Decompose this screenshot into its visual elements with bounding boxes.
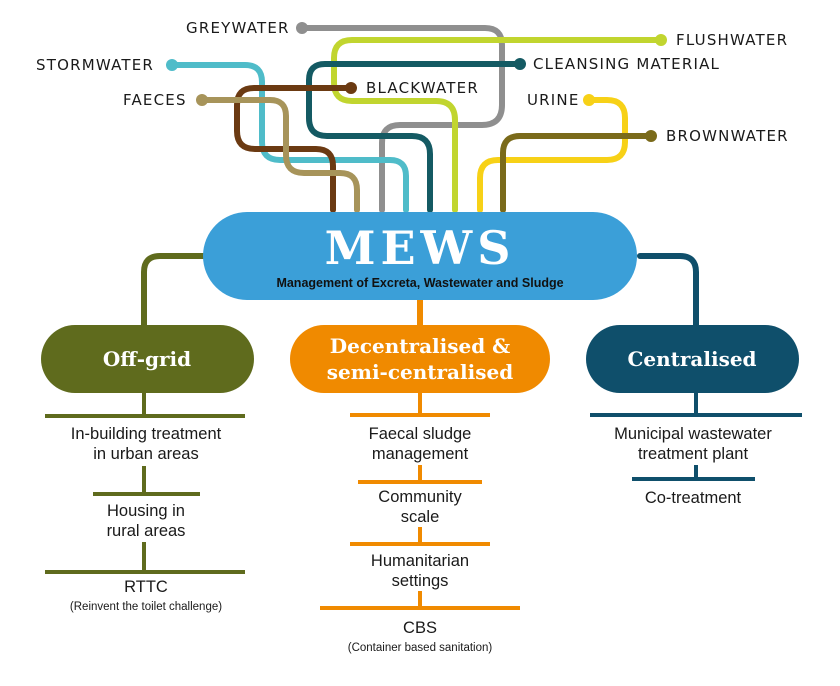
off-grid-note: (Reinvent the toilet challenge)	[70, 601, 222, 613]
decentralised-item: Humanitarian	[371, 552, 469, 570]
decentralised-item: settings	[392, 572, 449, 590]
centralised-item: Co-treatment	[645, 489, 742, 507]
off-grid-item: In-building treatment	[71, 425, 222, 443]
cleansing-material-line	[306, 61, 523, 213]
decentralised-item: Community	[378, 488, 462, 506]
off-grid-item: Housing in	[107, 502, 185, 520]
mews-node	[203, 212, 637, 300]
stormwater-dot	[166, 59, 178, 71]
decentralised-item: management	[372, 445, 469, 463]
centralised-node	[586, 325, 799, 393]
off-grid-item: in urban areas	[93, 445, 199, 463]
blackwater-label: BLACKWATER	[366, 79, 479, 97]
off-grid-node	[41, 325, 254, 393]
decentralised-label-line1: Decentralised &	[330, 334, 510, 358]
faeces-line	[199, 97, 360, 213]
decentralised-item: Faecal sludge	[369, 425, 472, 443]
decentralised-note: (Container based sanitation)	[348, 642, 493, 654]
centralised-item: Municipal wastewater	[614, 425, 772, 443]
blackwater-dot	[345, 82, 357, 94]
faeces-label: FAECES	[123, 91, 187, 109]
off-grid-label: Off-grid	[103, 347, 191, 371]
off-grid-item: RTTC	[124, 578, 168, 596]
decentralised-label-line2: semi-centralised	[327, 360, 513, 384]
cleansing-material-dot	[514, 58, 526, 70]
brownwater-label: BROWNWATER	[666, 127, 789, 145]
urine-dot	[583, 94, 595, 106]
decentralised-tree	[320, 393, 520, 610]
urine-line	[477, 97, 628, 213]
mews-subtitle: Management of Excreta, Wastewater and Sl…	[276, 276, 563, 290]
off-grid-tree	[45, 393, 245, 574]
blackwater-line	[234, 85, 354, 213]
centralised-tree	[590, 393, 802, 481]
urine-label: URINE	[527, 91, 580, 109]
decentralised-item: scale	[401, 508, 440, 526]
stormwater-label: STORMWATER	[36, 56, 154, 74]
greywater-label: GREYWATER	[186, 19, 290, 37]
centralised-connector	[637, 253, 699, 328]
centralised-label: Centralised	[627, 347, 756, 371]
flushwater-dot	[655, 34, 667, 46]
greywater-line	[299, 25, 505, 213]
cleansing-material-label: CLEANSING MATERIAL	[533, 55, 720, 73]
off-grid-connector	[141, 253, 208, 328]
centralised-item: treatment plant	[638, 445, 748, 463]
stormwater-line	[169, 62, 409, 213]
flushwater-line	[331, 37, 664, 213]
brownwater-line	[500, 133, 654, 213]
brownwater-dot	[645, 130, 657, 142]
mews-title: MEWS	[325, 221, 516, 275]
decentralised-item: CBS	[403, 619, 437, 637]
decentralised-node	[290, 325, 550, 393]
off-grid-item: rural areas	[107, 522, 186, 540]
greywater-dot	[296, 22, 308, 34]
faeces-dot	[196, 94, 208, 106]
flushwater-label: FLUSHWATER	[676, 31, 788, 49]
